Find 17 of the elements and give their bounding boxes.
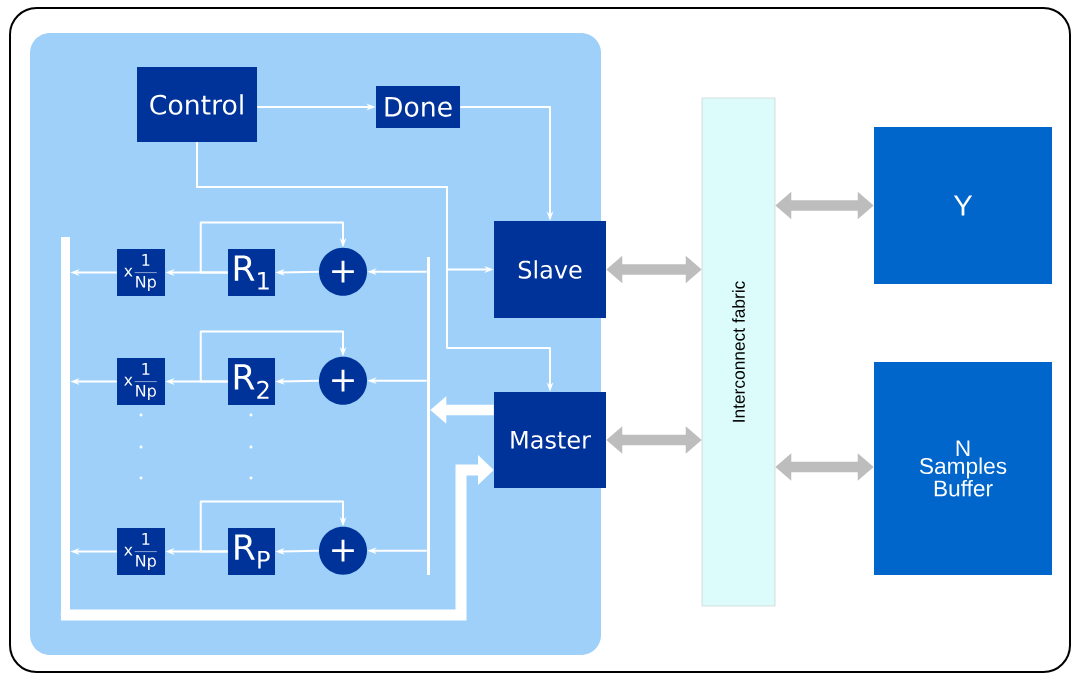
arrow xyxy=(60,455,494,621)
process-box: Control xyxy=(137,67,257,142)
interconnect-bar: Interconnect fabric xyxy=(701,97,776,607)
register-box: R$_{P}$ xyxy=(228,528,275,575)
arrow xyxy=(199,221,347,274)
process-box: Slave xyxy=(494,221,606,318)
register-box: R$_{1}$ xyxy=(228,249,275,296)
scaling-box: $\mathrm{x}\frac{\mathrm{1}}{\mathrm{Np}}$ xyxy=(117,358,165,405)
memory-box: Y xyxy=(874,127,1052,284)
register-box: R$_{2}$ xyxy=(228,358,275,405)
process-box: Done xyxy=(376,86,460,128)
arrow xyxy=(199,500,347,553)
scaling-box: $\mathrm{x}\frac{\mathrm{1}}{\mathrm{Np}}$ xyxy=(117,528,165,575)
scaling-box: $\mathrm{x}\frac{\mathrm{1}}{\mathrm{Np}}$ xyxy=(117,249,165,296)
memory-box: N Samples Buffer xyxy=(874,362,1052,575)
process-box: Master xyxy=(494,392,606,488)
arrow xyxy=(199,330,347,383)
